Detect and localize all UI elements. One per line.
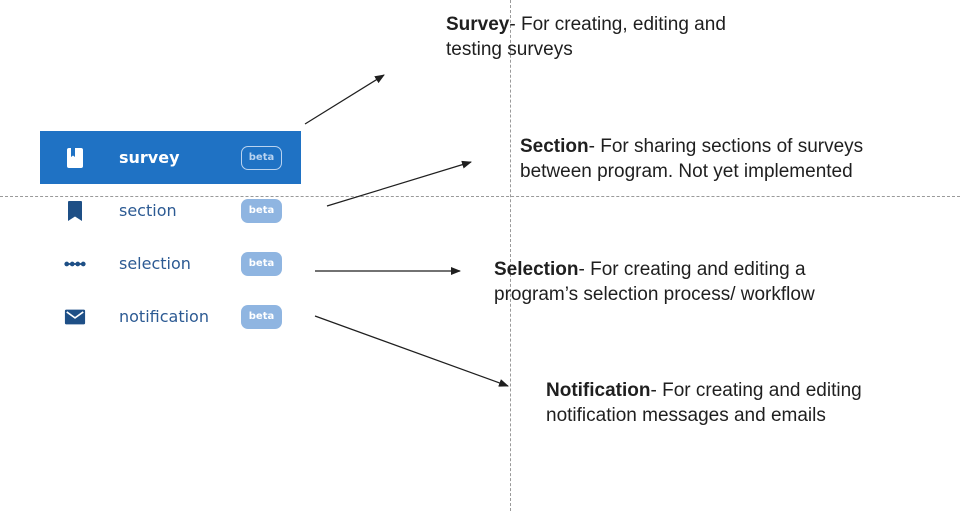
callout-survey: Survey- For creating, editing and testin… — [446, 12, 776, 62]
menu-item-notification[interactable]: notification beta — [40, 290, 301, 343]
book-icon — [64, 147, 86, 169]
beta-badge: beta — [241, 251, 282, 276]
vertical-guide-line — [510, 0, 511, 511]
callout-notification: Notification- For creating and editing n… — [546, 378, 866, 428]
beta-badge: beta — [241, 145, 282, 170]
callout-text: - For sharing sections of surveys betwee… — [520, 136, 864, 182]
menu-item-survey[interactable]: survey beta — [40, 131, 301, 184]
callout-selection: Selection- For creating and editing a pr… — [494, 257, 864, 307]
menu-item-selection[interactable]: selection beta — [40, 237, 301, 290]
callout-title: Survey — [446, 14, 510, 35]
callout-text: - For creating and editing notification … — [546, 380, 862, 426]
callout-text: - For creating, editing and testing surv… — [446, 14, 726, 60]
menu-item-section[interactable]: section beta — [40, 184, 301, 237]
menu-item-label: selection — [119, 254, 191, 273]
bookmark-icon — [64, 200, 86, 222]
menu-item-label: section — [119, 201, 177, 220]
arrow-section — [326, 160, 472, 207]
beta-badge: beta — [241, 304, 282, 329]
horizontal-guide-line — [0, 196, 960, 197]
menu-item-label: notification — [119, 307, 209, 326]
callout-section: Section- For sharing sections of surveys… — [520, 134, 920, 184]
dots-connected-icon — [64, 253, 86, 275]
sidebar-menu: survey beta section beta selection beta — [40, 131, 301, 343]
beta-badge: beta — [241, 198, 282, 223]
callout-title: Selection — [494, 259, 579, 280]
envelope-icon — [64, 306, 86, 328]
callout-text: - For creating and editing a program’s s… — [494, 259, 815, 305]
callout-title: Notification — [546, 380, 651, 401]
menu-item-label: survey — [119, 148, 180, 167]
arrow-notification — [314, 315, 509, 387]
callout-title: Section — [520, 136, 589, 157]
arrow-survey — [304, 74, 385, 125]
